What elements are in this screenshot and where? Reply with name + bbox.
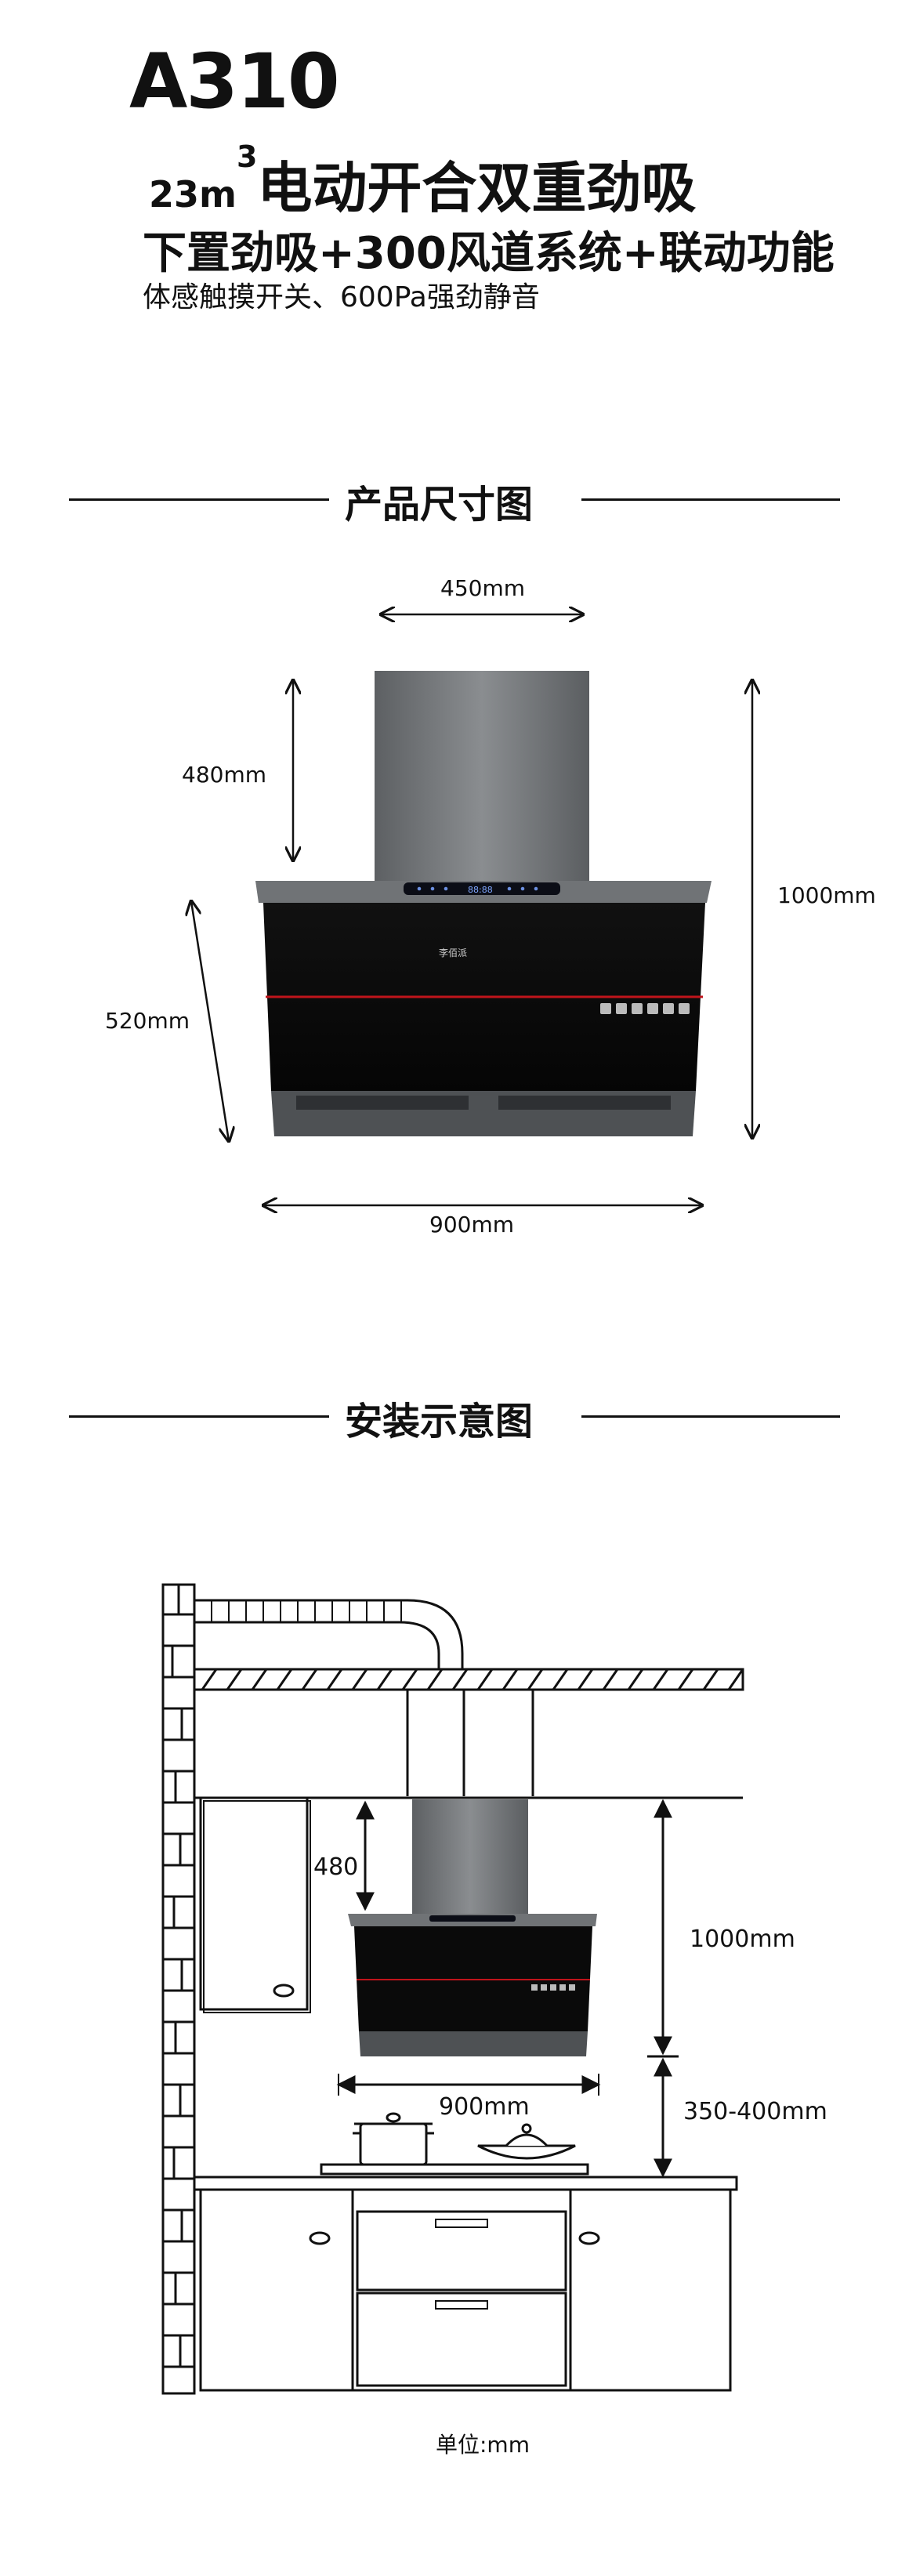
size-section-title: 产品尺寸图: [345, 483, 534, 527]
brick-wall: [161, 1583, 196, 2395]
function-icon-2: [616, 1003, 627, 1014]
section-divider-right-2: [581, 1415, 840, 1418]
base-cabinets: [193, 2176, 738, 2392]
feature-subtitle: 体感触摸开关、600Pa强劲静音: [143, 281, 540, 313]
function-icon-6: [679, 1003, 690, 1014]
width-top-label: 450mm: [440, 575, 525, 601]
model-number: A310: [129, 38, 340, 125]
section-divider-right: [581, 498, 840, 501]
chimney: [375, 671, 589, 882]
function-icon-4: [647, 1003, 658, 1014]
hood-icon-2: [541, 1984, 547, 1991]
touch-key-4: [507, 886, 512, 891]
install-clearance-label: 350-400mm: [683, 2098, 827, 2125]
function-icon-3: [632, 1003, 643, 1014]
hood-display: [429, 1915, 516, 1922]
hood-icon-3: [550, 1984, 556, 1991]
touch-key-6: [534, 886, 538, 891]
cooking-pot: [353, 2112, 434, 2166]
chimney-height-label: 480mm: [182, 762, 266, 788]
install-section-title: 安装示意图: [345, 1400, 534, 1444]
section-divider-left-2: [69, 1415, 329, 1418]
display-strip: [404, 882, 560, 895]
hood-icon-4: [559, 1984, 566, 1991]
touch-key-3: [444, 886, 448, 891]
headline-primary: 23m3电动开合双重劲吸: [149, 139, 697, 223]
install-width-label: 900mm: [439, 2093, 530, 2121]
unit-note: 单位:mm: [436, 2432, 530, 2458]
width-bottom-label: 900mm: [429, 1212, 514, 1237]
grille-vents-right: [498, 1096, 671, 1110]
wok: [477, 2123, 576, 2160]
function-icon-5: [663, 1003, 674, 1014]
total-height-label: 1000mm: [777, 882, 876, 908]
section-divider-left: [69, 498, 329, 501]
hood-icon-5: [569, 1984, 575, 1991]
airflow-volume-exponent: 3: [236, 139, 258, 174]
wall-cabinet: [199, 1796, 311, 2013]
touch-key-1: [417, 886, 422, 891]
body-height-label: 520mm: [105, 1008, 190, 1034]
hood-chimney: [412, 1799, 528, 1915]
airflow-volume: 23m: [149, 173, 237, 216]
duct-cover: [406, 1690, 534, 1796]
grille-vents-left: [296, 1096, 469, 1110]
product-dimension-diagram: 88:88 李佰派 450mm 480mm 520mm 1000mm 900mm: [105, 575, 876, 1237]
brand-mark: 李佰派: [439, 947, 467, 958]
touch-key-2: [430, 886, 435, 891]
display-time: 88:88: [468, 885, 493, 895]
install-chimney-label: 480: [313, 1853, 358, 1881]
headline-primary-text: 电动开合双重劲吸: [257, 156, 697, 220]
hood-icon-1: [531, 1984, 538, 1991]
installation-diagram: 480 1000mm 350-400mm 900mm: [161, 1583, 827, 2395]
body-height-arrow: [191, 901, 229, 1141]
headline-secondary: 下置劲吸+300风道系统+联动功能: [143, 228, 835, 279]
function-icon-1: [600, 1003, 611, 1014]
gas-burner: [320, 2163, 589, 2176]
touch-key-5: [520, 886, 525, 891]
exhaust-duct: [194, 1599, 464, 1669]
install-height-label: 1000mm: [690, 1926, 795, 1953]
hood-grille: [359, 2031, 588, 2056]
ceiling-slab: [193, 1668, 744, 1691]
